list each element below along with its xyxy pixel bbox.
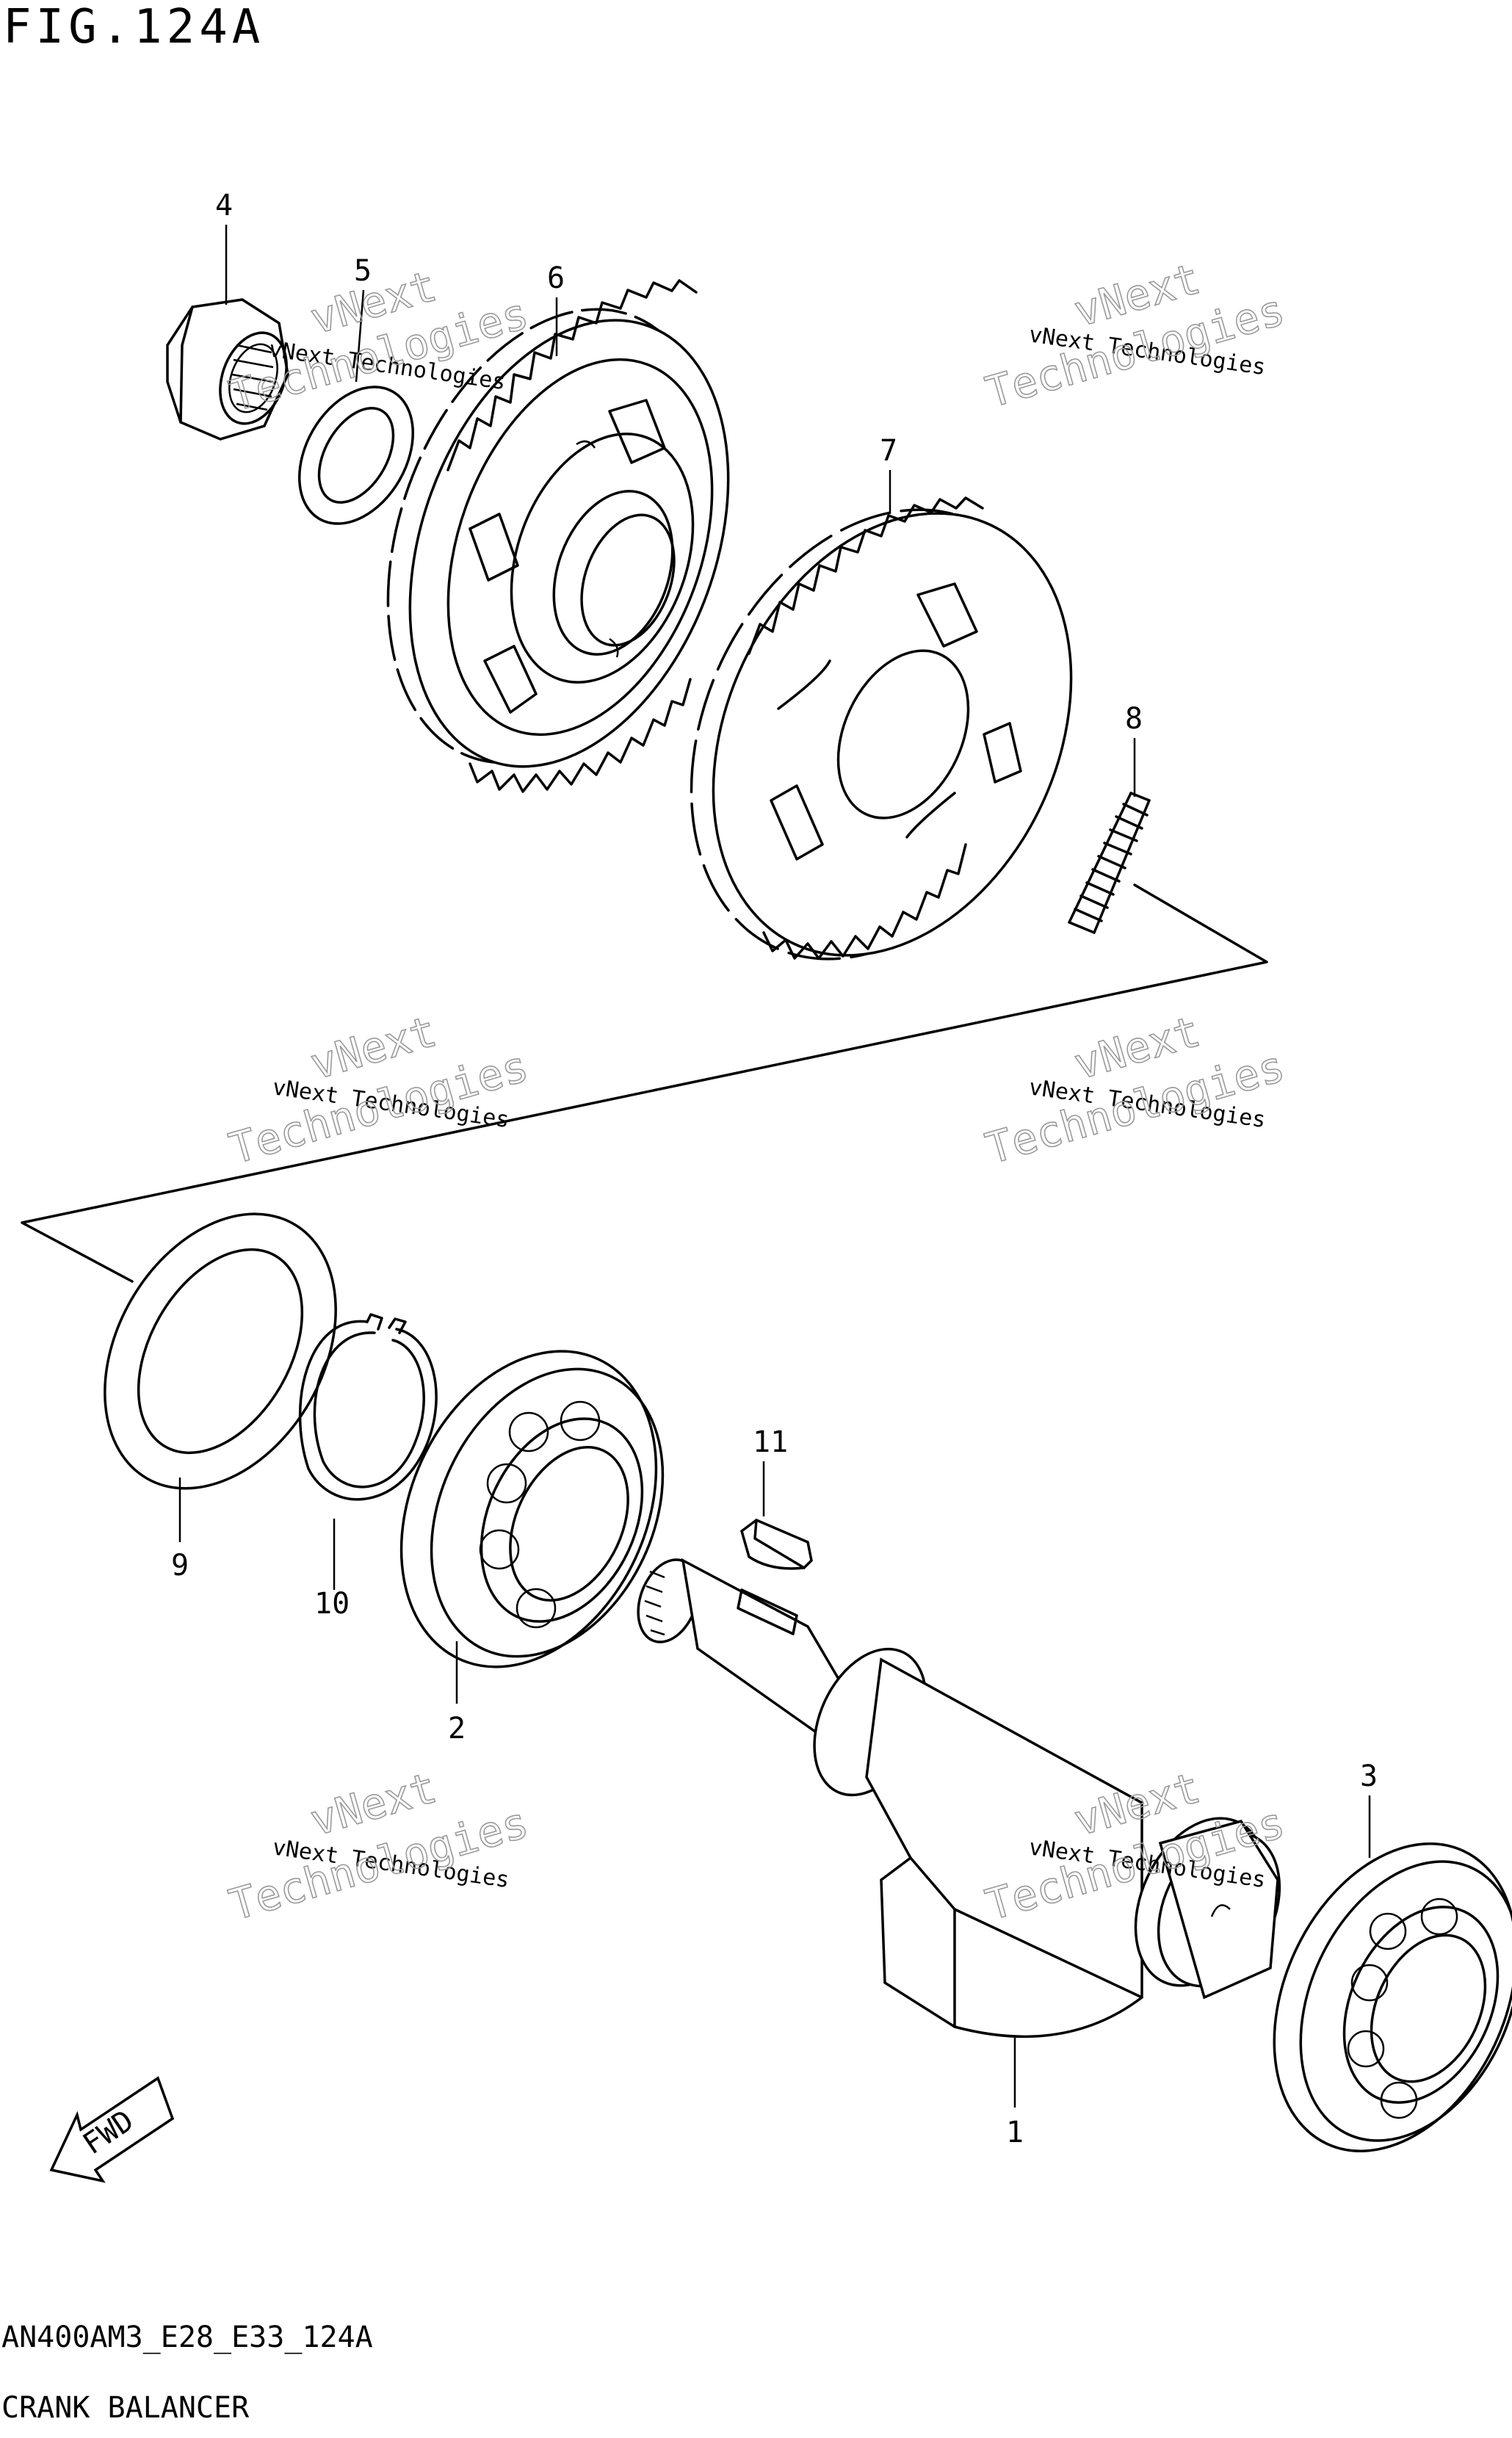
callout-5: 5 [354,254,372,288]
callout-6: 6 [547,261,565,295]
watermark-top-right: vNext Technologies vNext Technologies [980,253,1290,418]
part-1-balancer-shaft[interactable] [627,1552,1303,2039]
callout-11: 11 [753,1425,788,1459]
part-8-spring[interactable] [1068,792,1151,934]
callout-7: 7 [880,434,897,468]
callout-9: 9 [171,1549,189,1582]
part-10-circlip[interactable] [298,1313,438,1501]
part-7-gear[interactable] [621,450,1140,1019]
part-6-driven-gear[interactable] [329,264,786,811]
callout-3: 3 [1360,1759,1378,1793]
callout-10: 10 [314,1587,350,1621]
part-2-ball-bearing[interactable] [352,1309,707,1708]
leader-lines [178,225,1371,2108]
part-5-washer[interactable] [276,366,436,543]
watermark-bottom-left: vNext Technologies vNext Technologies [223,1762,534,1931]
callout-1: 1 [1006,2116,1024,2149]
assembly-bracket-lines [21,883,1268,1283]
callout-2: 2 [448,1712,466,1746]
part-4-flange-nut[interactable] [166,298,298,441]
watermark-mid-right: vNext Technologies vNext Technologies [980,1005,1290,1174]
part-9-thrust-washer[interactable] [58,1173,383,1530]
part-11-key[interactable] [739,1518,813,1570]
diagram-code: AN400AM3_E28_E33_124A [1,2321,373,2354]
callout-8: 8 [1125,702,1143,736]
forward-direction-arrow: FWD [49,2076,175,2183]
diagram-subtitle: CRANK BALANCER [1,2391,250,2425]
part-3-ball-bearing[interactable] [1227,1804,1512,2191]
part-number-callouts: 4 5 6 7 8 11 9 10 2 3 1 [171,189,1378,2149]
figure-title: FIG.124A [3,0,265,54]
callout-4: 4 [215,189,233,223]
